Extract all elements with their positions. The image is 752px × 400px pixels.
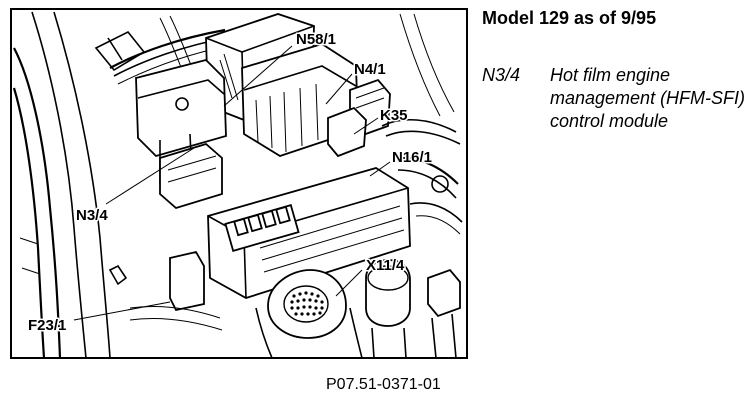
callout-k35: K35: [380, 107, 408, 124]
callout-n3-4: N3/4: [76, 207, 108, 224]
legend-code: N3/4: [482, 65, 521, 85]
engine-compartment-illustration: N58/1 N4/1 K35 N16/1 N3/4 X11/4 F23/1: [10, 8, 468, 359]
callout-f23-1: F23/1: [28, 317, 66, 334]
figure-reference: P07.51-0371-01: [326, 376, 441, 393]
model-title: Model 129 as of 9/95: [482, 8, 657, 28]
callout-x11-4: X11/4: [366, 257, 405, 274]
callout-n4-1: N4/1: [354, 61, 386, 78]
callout-n58-1: N58/1: [296, 31, 336, 48]
callout-n16-1: N16/1: [392, 149, 432, 166]
legend-description: Hot film engine management (HFM-SFI) con…: [550, 65, 746, 131]
